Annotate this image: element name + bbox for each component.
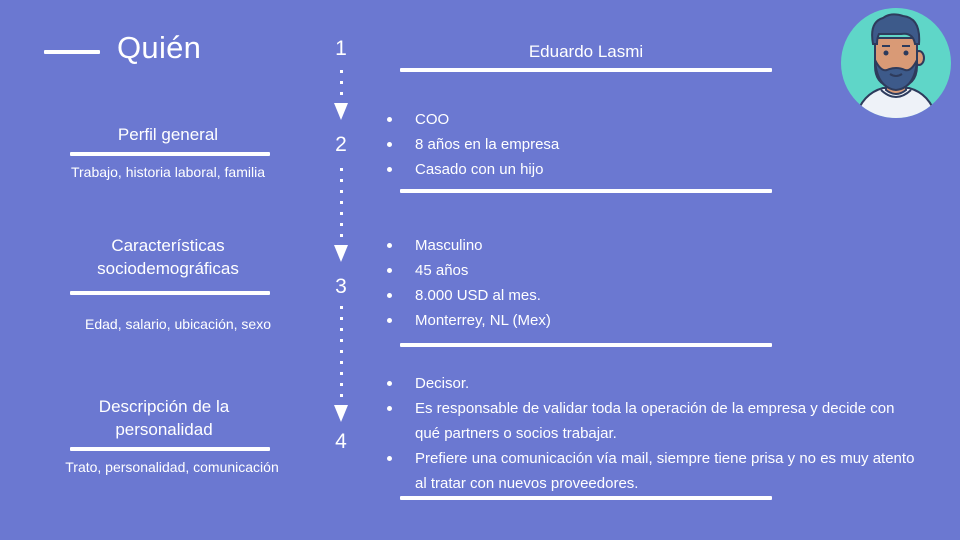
list-item: Prefiere una comunicación vía mail, siem… xyxy=(385,446,915,496)
perfil-general-list: COO 8 años en la empresa Casado con un h… xyxy=(385,107,559,182)
sociodemographic-list: Masculino 45 años 8.000 USD al mes. Mont… xyxy=(385,233,551,333)
section-title-line: Descripción de la xyxy=(98,397,230,416)
timeline-connector-3-4 xyxy=(334,306,348,422)
timeline-connector-2-3 xyxy=(334,168,348,262)
list-item: 8.000 USD al mes. xyxy=(385,283,551,308)
section-title-perfil-general: Perfil general xyxy=(38,123,298,146)
avatar xyxy=(841,8,951,118)
arrow-down-icon xyxy=(334,245,348,262)
step-number-1: 1 xyxy=(335,37,347,60)
list-item: Es responsable de validar toda la operac… xyxy=(385,396,915,446)
section-rule xyxy=(70,291,270,295)
section-rule xyxy=(400,496,772,500)
step-number-3: 3 xyxy=(335,275,347,298)
section-rule xyxy=(400,189,772,193)
section-subtitle: Edad, salario, ubicación, sexo xyxy=(85,316,271,332)
timeline-connector-1-2 xyxy=(334,70,348,120)
section-rule xyxy=(70,152,270,156)
personality-list: Decisor. Es responsable de validar toda … xyxy=(385,371,915,496)
section-rule xyxy=(400,343,772,347)
section-rule xyxy=(70,447,270,451)
section-subtitle: Trato, personalidad, comunicación xyxy=(65,459,279,475)
section-title-caracteristicas: Características sociodemográficas xyxy=(38,234,298,280)
arrow-down-icon xyxy=(334,405,348,422)
list-item: Casado con un hijo xyxy=(385,157,559,182)
list-item: 8 años en la empresa xyxy=(385,132,559,157)
list-item: 45 años xyxy=(385,258,551,283)
list-item: Decisor. xyxy=(385,371,915,396)
section-title-line: sociodemográficas xyxy=(97,259,239,278)
title-dash xyxy=(44,50,100,54)
section-subtitle: Trabajo, historia laboral, familia xyxy=(70,164,265,180)
list-item: Monterrey, NL (Mex) xyxy=(385,308,551,333)
section-title-line: personalidad xyxy=(115,420,213,439)
list-item: COO xyxy=(385,107,559,132)
step-number-2: 2 xyxy=(335,133,347,156)
bearded-man-avatar-icon xyxy=(854,13,938,118)
section-title-line: Características xyxy=(111,236,225,255)
step-number-4: 4 xyxy=(335,430,347,453)
list-item: Masculino xyxy=(385,233,551,258)
page-title: Quién xyxy=(117,30,202,65)
arrow-down-icon xyxy=(334,103,348,120)
persona-name: Eduardo Lasmi xyxy=(528,42,644,61)
section-title-line: Perfil general xyxy=(117,125,219,144)
section-title-personalidad: Descripción de la personalidad xyxy=(34,395,294,441)
name-rule xyxy=(400,68,772,72)
